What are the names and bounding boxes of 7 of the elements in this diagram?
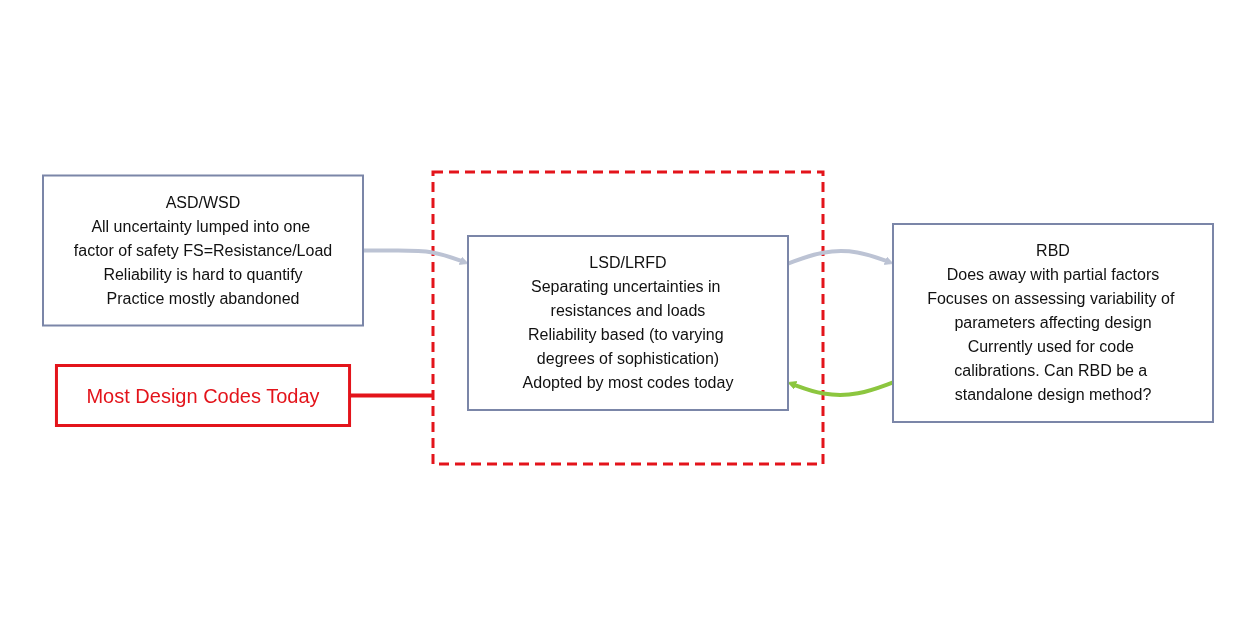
node-box: ASD/WSD All uncertainty lumped into one factor of safety FS=Resistance/Load Reliability is hard to quantify Practice mostly abandoned — [41, 174, 364, 327]
node-box: Most Design Codes Today — [54, 364, 351, 427]
connector — [349, 393, 433, 398]
cluster — [431, 170, 824, 466]
node-box: LSD/LRFD Separating uncertainties in resistances and loads Reliability based (to varying degrees of sophistication) Adopted by most codes today — [466, 235, 789, 411]
arrow — [362, 248, 468, 265]
node-box: RBD Does away with partial factors Focuses on assessing variability of parameters affecting design Currently used for code calibrations. Can RBD be a standalone design method? — [891, 223, 1214, 423]
